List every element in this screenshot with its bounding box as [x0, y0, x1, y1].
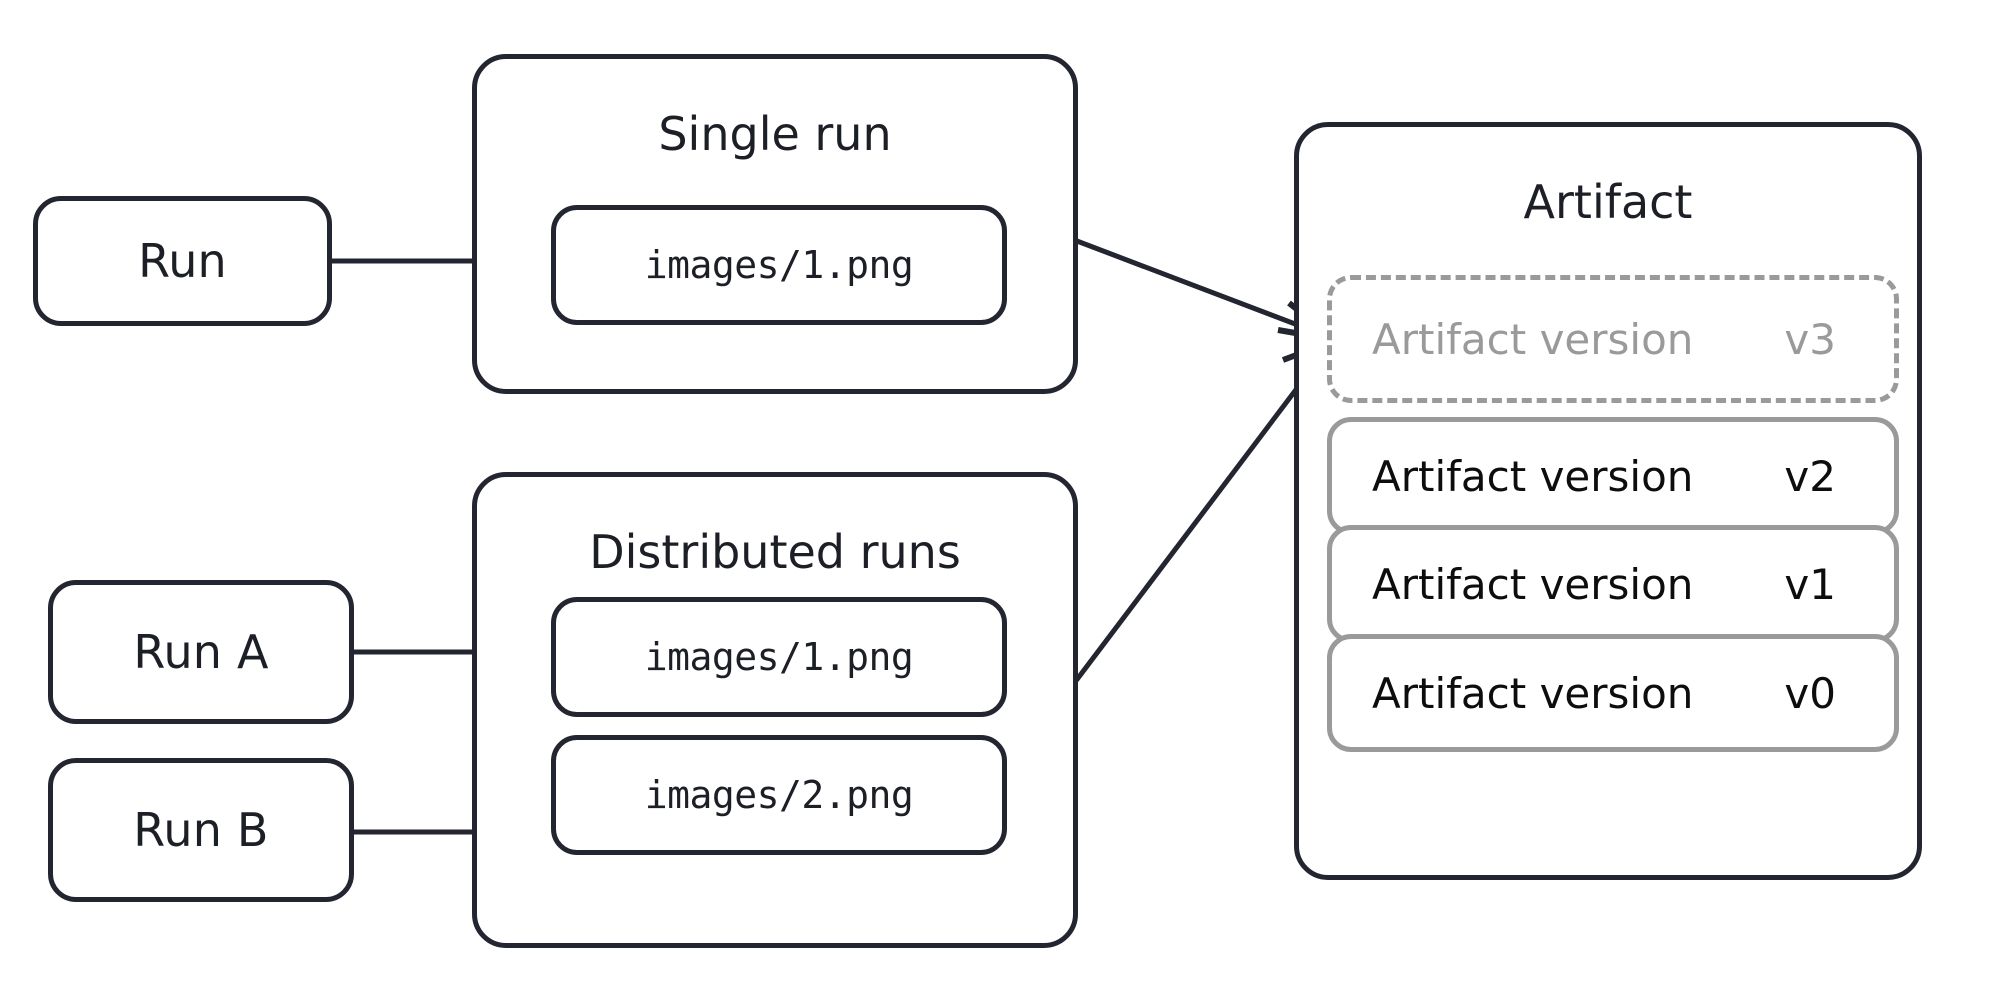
run-node-run[interactable]: Run	[33, 196, 332, 326]
artifact-version-row-v2[interactable]: Artifact version v2	[1327, 417, 1899, 535]
artifact-version-tag: v2	[1784, 451, 1836, 501]
group-title-artifact: Artifact	[1523, 175, 1693, 229]
run-node-label: Run	[138, 234, 227, 288]
artifact-version-label: Artifact version	[1372, 668, 1694, 718]
artifact-version-label: Artifact version	[1372, 559, 1694, 609]
file-chip-dist-file-1[interactable]: images/1.png	[551, 597, 1007, 717]
group-distributed-runs: Distributed runs images/1.png images/2.p…	[472, 472, 1078, 948]
artifact-version-row-v0[interactable]: Artifact version v0	[1327, 634, 1899, 752]
artifact-version-tag: v1	[1784, 559, 1836, 609]
run-node-run-b[interactable]: Run B	[48, 758, 354, 902]
artifact-version-tag: v0	[1784, 668, 1836, 718]
file-chip-label: images/1.png	[644, 635, 914, 679]
run-node-label: Run B	[133, 803, 269, 857]
artifact-version-label: Artifact version	[1372, 451, 1694, 501]
group-title-distributed-runs: Distributed runs	[589, 525, 961, 579]
file-chip-label: images/1.png	[644, 243, 914, 287]
artifact-version-row-v3[interactable]: Artifact version v3	[1327, 275, 1899, 403]
file-chip-single-file-1[interactable]: images/1.png	[551, 205, 1007, 325]
file-chip-dist-file-2[interactable]: images/2.png	[551, 735, 1007, 855]
artifact-version-tag: v3	[1784, 314, 1836, 364]
file-chip-label: images/2.png	[644, 773, 914, 817]
group-single-run: Single run images/1.png	[472, 54, 1078, 394]
run-node-label: Run A	[133, 625, 269, 679]
group-artifact: Artifact Artifact version v3 Artifact ve…	[1294, 122, 1922, 880]
artifact-version-row-v1[interactable]: Artifact version v1	[1327, 525, 1899, 643]
run-node-run-a[interactable]: Run A	[48, 580, 354, 724]
group-title-single-run: Single run	[658, 107, 892, 161]
artifact-version-label: Artifact version	[1372, 314, 1694, 364]
